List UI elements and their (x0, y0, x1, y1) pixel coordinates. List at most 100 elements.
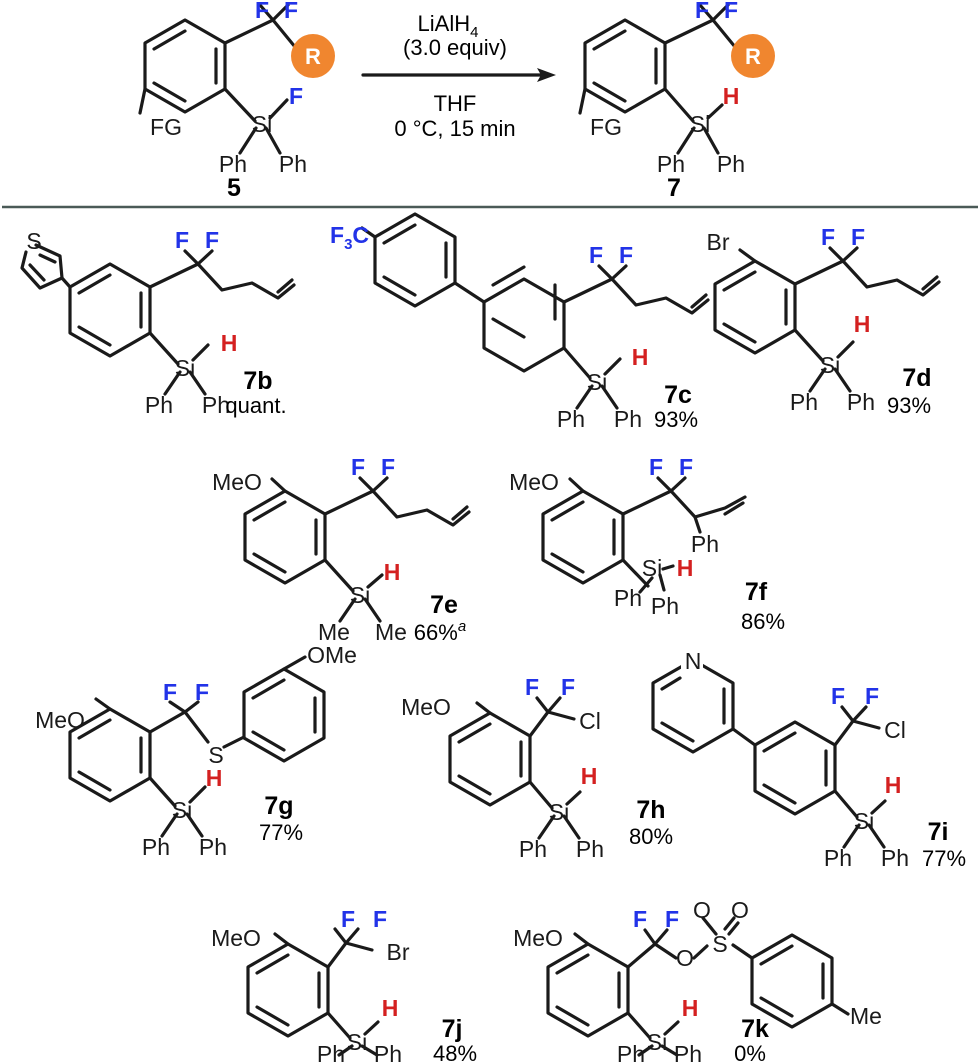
silicon-atom: Si (347, 1029, 367, 1055)
fluorine-atom: F (561, 674, 575, 700)
fluorine-atom: F (255, 0, 269, 23)
silicon-atom: Si (172, 797, 192, 823)
phenyl-label: Ph (614, 406, 642, 432)
phenyl-label: Ph (279, 151, 307, 177)
compound-7c: F3C F F Si H Ph Ph 7c 93% (330, 212, 710, 432)
compound-7b: S F F Si H Ph Ph 7b quant. (20, 227, 296, 418)
phenyl-label: Ph (557, 406, 585, 432)
fluorine-atom: F (589, 242, 603, 268)
methoxy-label: MeO (35, 707, 85, 733)
fg-label: FG (590, 114, 622, 140)
equivalents-label: (3.0 equiv) (403, 35, 507, 60)
hydrogen-atom: H (221, 330, 238, 356)
oxygen-atom: O (731, 897, 749, 923)
fluorine-atom: F (289, 83, 303, 109)
hydrogen-atom: H (632, 344, 649, 370)
yield-label: 93% (654, 407, 698, 432)
phenyl-label: Ph (617, 1041, 645, 1063)
oxygen-atom: O (676, 945, 694, 971)
hydrogen-atom: H (206, 765, 223, 791)
fluorine-atom: F (649, 454, 663, 480)
trifluoromethyl-label: F3C (330, 222, 369, 253)
chlorine-atom: Cl (579, 708, 601, 734)
compound-7h: MeO F F Cl Si H Ph Ph 7h 80% (401, 674, 673, 862)
fluorine-atom: F (633, 906, 647, 932)
silicon-atom: Si (647, 1029, 667, 1055)
silicon-atom: Si (587, 369, 607, 395)
fluorine-atom: F (665, 906, 679, 932)
bromine-atom: Br (387, 939, 410, 965)
fluorine-atom: F (695, 0, 709, 23)
r-group-label: R (305, 44, 321, 69)
phenyl-label: Ph (824, 845, 852, 871)
methoxy-label: MeO (513, 925, 563, 951)
fluorine-atom: F (381, 454, 395, 480)
fluorine-atom: F (205, 227, 219, 253)
compound-7e: MeO F F Si H Me Me 7e 66%a (212, 454, 471, 645)
phenyl-label: Ph (847, 389, 875, 415)
phenyl-label: Ph (651, 593, 679, 619)
phenyl-label: Ph (142, 834, 170, 860)
hydrogen-atom: H (682, 995, 699, 1021)
sulfur-atom: S (208, 742, 223, 768)
silicon-atom: Si (252, 111, 272, 137)
methoxy-label: MeO (211, 925, 261, 951)
phenyl-label: Ph (576, 836, 604, 862)
compound-label: 7h (636, 796, 665, 824)
compound-7d: Br F F Si H Ph Ph 7d 93% (707, 224, 941, 418)
phenyl-label: Ph (202, 392, 230, 418)
compound-label: 7e (430, 591, 458, 619)
methoxy-label: OMe (307, 642, 357, 668)
silicon-atom: Si (350, 582, 370, 608)
fluorine-atom: F (351, 454, 365, 480)
fluorine-atom: F (865, 683, 879, 709)
sulfur-atom: S (712, 931, 727, 957)
fluorine-atom: F (619, 242, 633, 268)
compound-label: 7f (745, 578, 768, 606)
compound-label: 7d (902, 364, 931, 392)
temperature-time-label: 0 °C, 15 min (394, 116, 515, 141)
fluorine-atom: F (831, 683, 845, 709)
hydrogen-atom: H (382, 995, 399, 1021)
methoxy-label: MeO (509, 469, 559, 495)
silicon-atom: Si (854, 808, 874, 834)
compound-label: 7 (667, 174, 681, 202)
bromine-atom: Br (707, 229, 730, 255)
methoxy-label: MeO (212, 469, 262, 495)
yield-label: quant. (225, 393, 286, 418)
phenyl-label: Ph (374, 1041, 402, 1063)
yield-label: 86% (741, 609, 785, 634)
hydrogen-atom: H (854, 311, 871, 337)
compound-label: 7j (442, 1015, 463, 1043)
phenyl-label: Ph (519, 836, 547, 862)
fluorine-atom: F (175, 227, 189, 253)
yield-label: 66%a (414, 618, 466, 645)
compound-label: 7b (243, 367, 272, 395)
compound-7i: N F F Cl Si H Ph Ph 7i 77% (651, 647, 966, 871)
product-7: R F F Si H FG Ph Ph 7 (578, 0, 775, 202)
hydrogen-atom: H (581, 763, 598, 789)
fluorine-atom: F (195, 679, 209, 705)
sulfur-atom: S (26, 228, 41, 254)
fluorine-atom: F (341, 906, 355, 932)
silicon-atom: Si (820, 352, 840, 378)
solvent-label: THF (434, 91, 477, 116)
yield-label: 77% (922, 846, 966, 871)
methyl-label: Me (318, 619, 350, 645)
yield-label: 77% (259, 820, 303, 845)
methyl-label: Me (850, 1003, 882, 1029)
hydrogen-atom: H (723, 83, 740, 109)
phenyl-label: Ph (657, 151, 685, 177)
fluorine-atom: F (525, 674, 539, 700)
yield-label: 48% (433, 1041, 477, 1063)
phenyl-label: Ph (790, 389, 818, 415)
phenyl-label: Ph (881, 845, 909, 871)
yield-label: 93% (887, 393, 931, 418)
compound-label: 5 (227, 174, 241, 202)
r-group-label: R (745, 44, 761, 69)
silicon-atom: Si (175, 355, 195, 381)
fluorine-atom: F (679, 454, 693, 480)
compound-label: 7k (741, 1015, 769, 1043)
yield-label: 80% (629, 824, 673, 849)
